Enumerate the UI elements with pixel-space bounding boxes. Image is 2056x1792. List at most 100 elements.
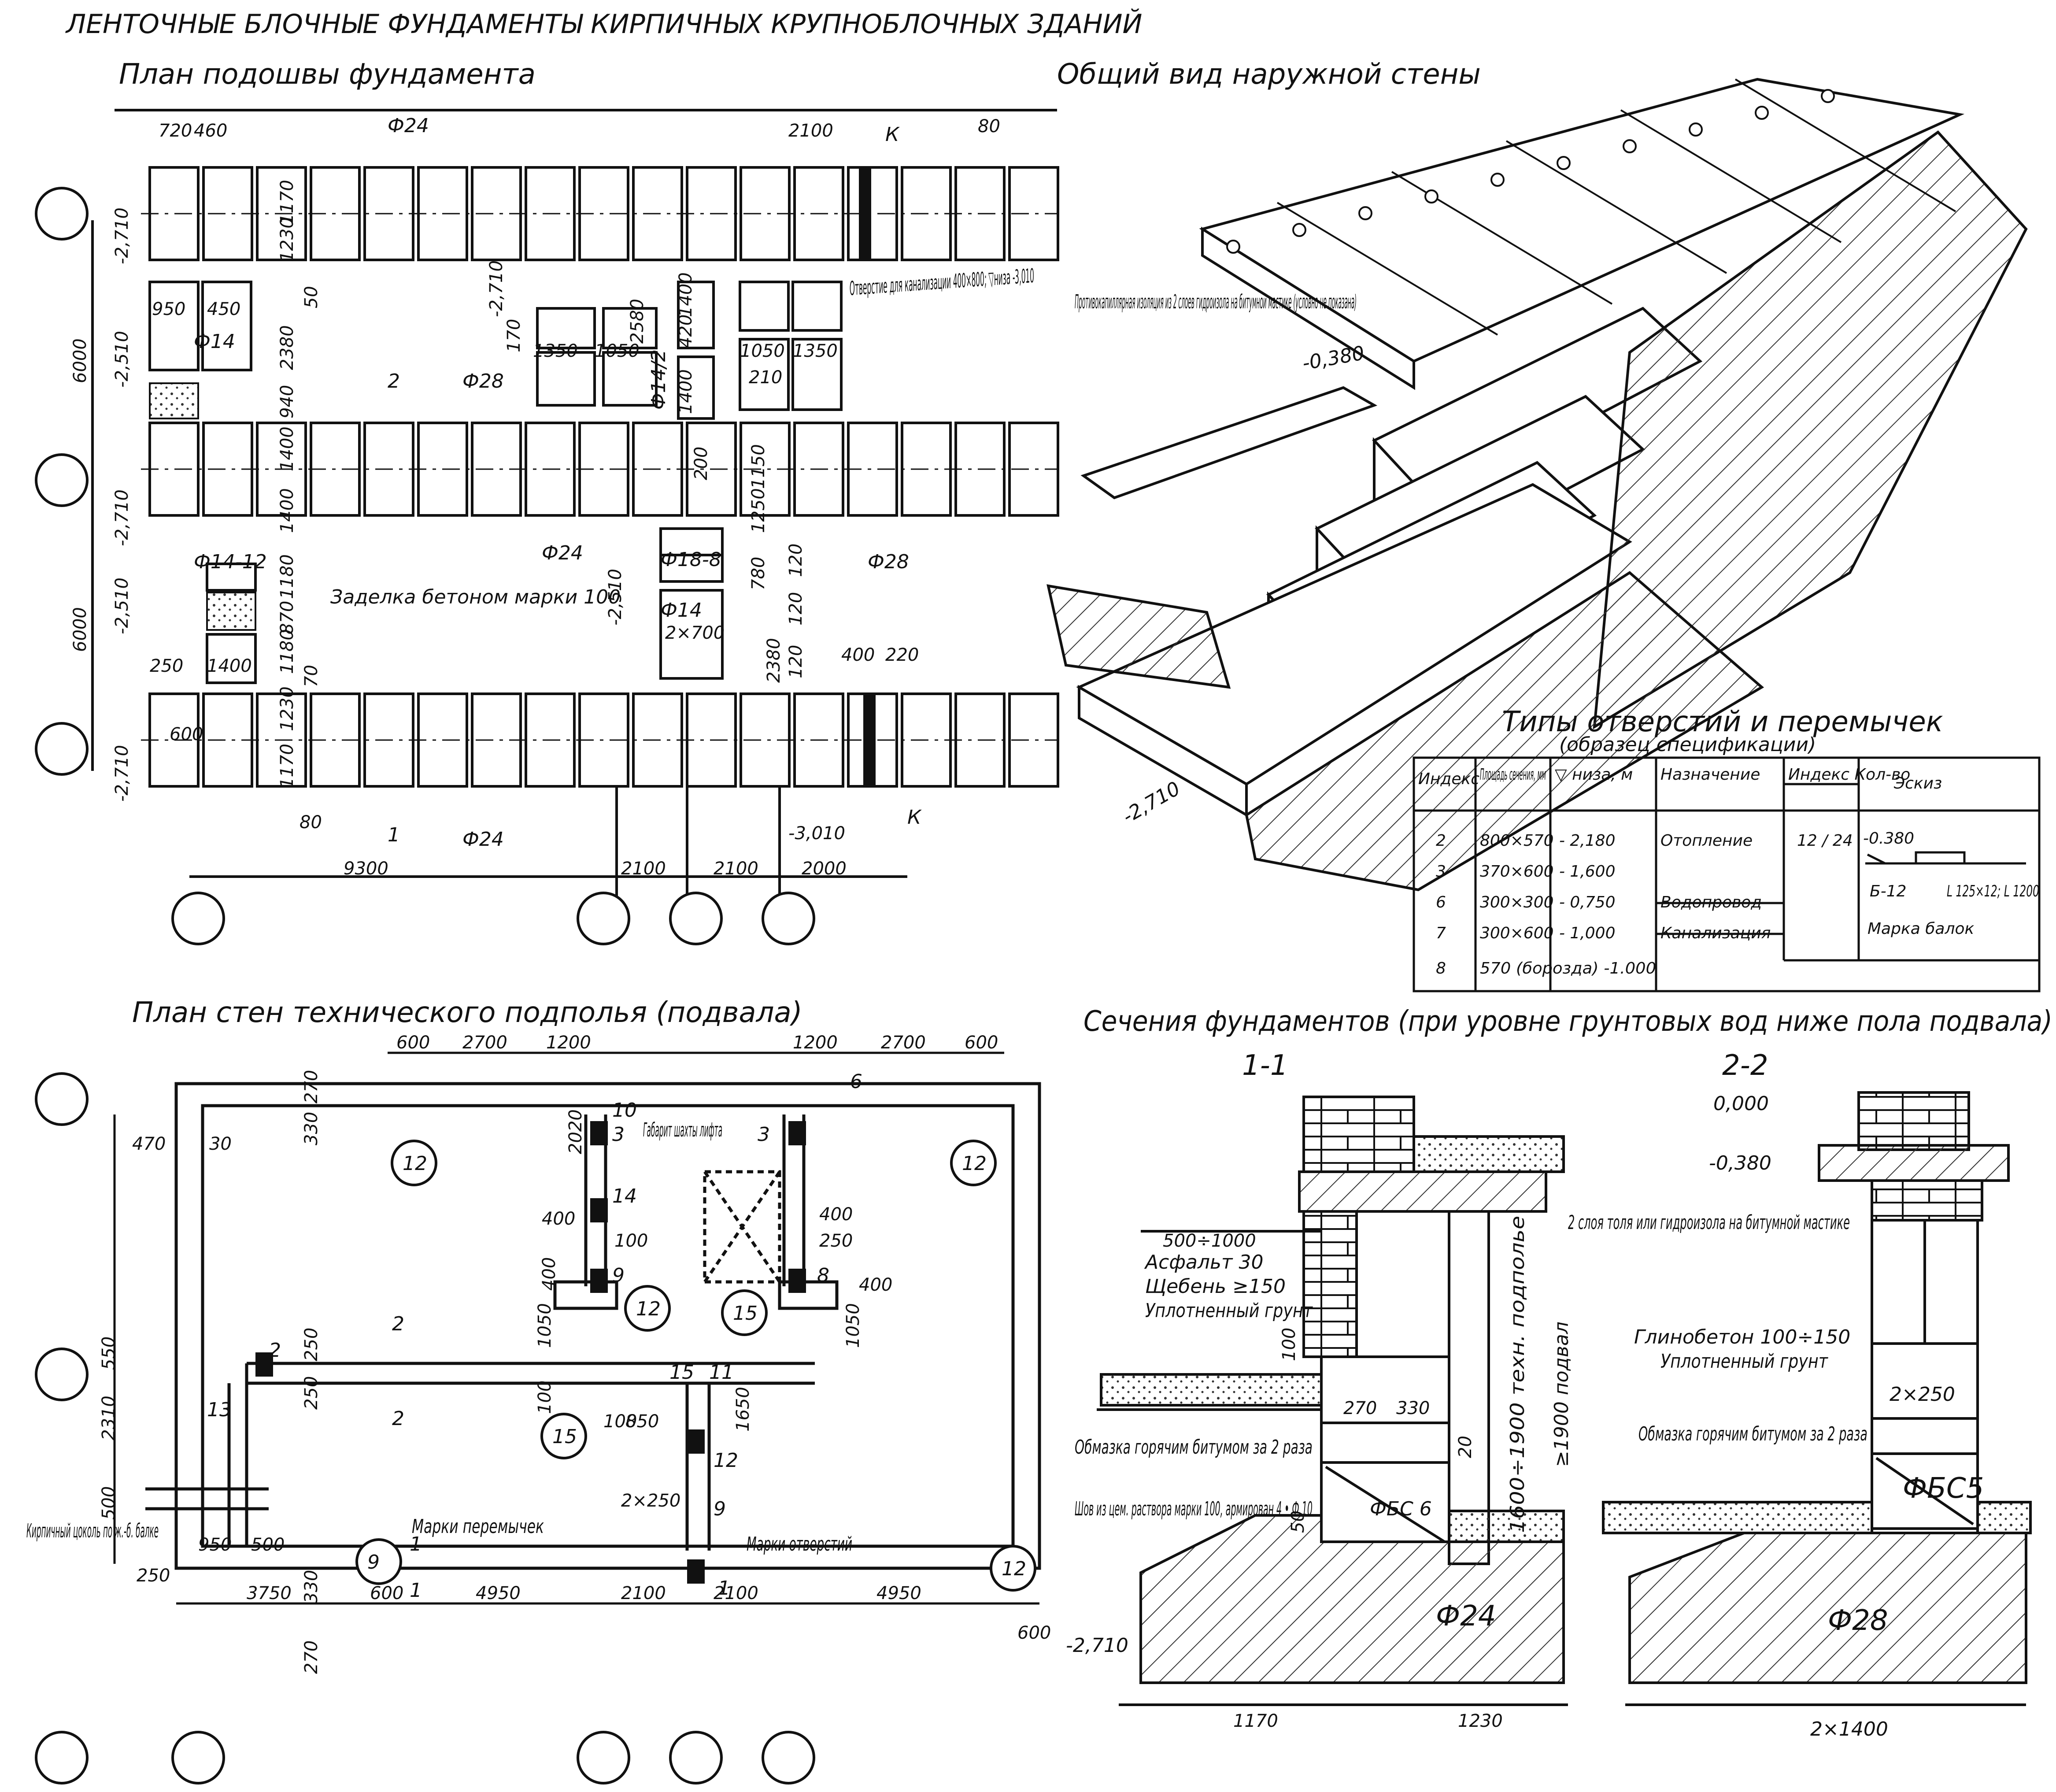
dim-label: 1350	[533, 341, 578, 361]
dim-label: 1230	[277, 217, 297, 262]
block-mark: Ф24	[542, 542, 583, 564]
table-cell: 300×300	[1480, 893, 1554, 911]
clay-note: Глинобетон 100÷150	[1634, 1326, 1850, 1348]
footing-block	[206, 563, 257, 592]
opening-fill	[590, 1269, 608, 1293]
height-note-2: ≥1900 подвал	[1550, 1322, 1573, 1467]
table-cell: - 0,750	[1559, 893, 1616, 911]
s2-wall-dim: 2×250	[1890, 1383, 1955, 1406]
slab-core-hole	[1755, 106, 1769, 120]
dim-label: 1170	[1233, 1711, 1278, 1731]
dim-label: 1400	[207, 656, 252, 676]
sections: Сечения фундаментов (при уровне грунтовы…	[1066, 1005, 2052, 1740]
s2-level-top: 0,000	[1713, 1092, 1769, 1115]
slab-core-hole	[1821, 89, 1835, 103]
dim-label: 500	[99, 1486, 119, 1520]
sketch-caption: Марка балок	[1867, 920, 1975, 938]
dim-label: 450	[207, 299, 240, 319]
dim-label: 270	[301, 1070, 322, 1103]
dim-label: 2100	[621, 859, 666, 879]
sketch-level: -0.380	[1863, 829, 1914, 848]
section-mark: 1	[410, 1533, 422, 1555]
basement-plan-title: План стен технического подполья (подвала…	[132, 996, 802, 1029]
dim-label: 100	[603, 1411, 637, 1432]
basement-dimension-lines	[113, 1052, 1039, 1605]
dim-label: 500÷1000	[1163, 1231, 1256, 1251]
footing-block	[739, 281, 790, 332]
opening-fill	[863, 694, 876, 786]
section-mark: К	[885, 123, 900, 146]
footing-block	[536, 351, 596, 407]
lintel-mark-circle	[721, 1289, 768, 1336]
axis-bubble	[35, 1072, 89, 1126]
roofing-note: 2 слоя толя или гидроизола на битумной м…	[1568, 1211, 1850, 1234]
slab-core-hole	[1490, 173, 1505, 187]
dim-label: 2100	[621, 1583, 666, 1603]
table-cell: 12 / 24	[1797, 832, 1853, 850]
dim-label: 550	[99, 1337, 119, 1370]
footing-block	[201, 281, 252, 371]
dim-label: 2380	[764, 638, 784, 683]
dim-label: 870	[277, 601, 297, 634]
dim-label: 1400	[277, 426, 297, 471]
sketch-angle: L 125×12; L 1200	[1947, 882, 2039, 900]
height-note-1: 1600÷1900 техн. подполье	[1506, 1216, 1529, 1533]
table-cell: Канализация	[1660, 924, 1771, 942]
slab-joint-line	[1620, 109, 1842, 243]
block-mark: Ф14	[194, 330, 235, 353]
opening-number: 15	[669, 1361, 694, 1384]
dim-label: 780	[748, 557, 769, 590]
table-header: Назначение	[1660, 766, 1760, 784]
opening-number: 8	[817, 1264, 829, 1287]
dim-label: 600	[396, 1033, 430, 1053]
dim-label: 1050	[595, 341, 640, 361]
table-cell: 370×600	[1480, 863, 1554, 881]
lintel-mark: 12	[962, 1152, 987, 1175]
lintel-mark: 15	[733, 1302, 758, 1325]
dim-label: 250	[137, 1566, 170, 1586]
axis-bubble	[669, 1731, 723, 1785]
level-mark: -3,010	[788, 823, 845, 844]
dim-label: 1400	[676, 369, 696, 414]
dim-label: 220	[885, 645, 919, 665]
axis-bubble	[762, 892, 815, 945]
slab-joint-line	[1734, 78, 1956, 212]
dim-label: 4950	[876, 1583, 921, 1603]
dim-label: 1400	[676, 272, 696, 317]
slab-core-hole	[1557, 156, 1571, 170]
sanitation-note-text: Отверстие для канализации 400×800; ▽низа…	[849, 265, 1035, 300]
dim-label: 120	[786, 645, 806, 678]
table-cell: 300×600	[1480, 924, 1554, 942]
dim-label: 120	[786, 544, 806, 577]
footing-block	[602, 351, 658, 407]
s2-soil-note: Уплотненный грунт	[1660, 1350, 1828, 1373]
dim-label: 420	[676, 315, 696, 348]
dim-label: 1170	[277, 744, 297, 789]
dim-label: 2310	[99, 1396, 119, 1440]
footing-block	[206, 633, 257, 684]
dim-label: 600	[370, 1583, 403, 1603]
dim-label: 2700	[881, 1033, 926, 1053]
dim-label: 270	[301, 1640, 322, 1674]
axis-bubble	[762, 1731, 815, 1785]
dim-label: 50	[1288, 1511, 1308, 1533]
lintel-mark: 9	[367, 1551, 380, 1574]
dim-label: 600	[1017, 1623, 1051, 1643]
axis-bubble	[577, 1731, 630, 1785]
openings-table: Типы отверстий и перемычек (образец спец…	[1413, 706, 2041, 992]
dim-label: 1200	[546, 1033, 591, 1053]
joint-note: Шов из цем. раствора марки 100, армирова…	[1075, 1498, 1313, 1520]
s1-bitumen-note: Обмазка горячим битумом за 2 раза	[1075, 1436, 1313, 1459]
dim-label: 6000	[70, 338, 90, 383]
section-mark: 2	[392, 1407, 404, 1430]
opening-number: 1	[718, 1577, 730, 1599]
dim-label: 1230	[277, 686, 297, 731]
footing-block	[602, 307, 658, 349]
opening-number: 3	[758, 1123, 770, 1146]
axis-bubble	[35, 187, 89, 241]
table-header: ▽ низа, м	[1555, 766, 1633, 784]
footing-block	[739, 338, 790, 411]
table-cell: 570 (борозда) -1.000	[1480, 959, 1656, 977]
s1-level: -2,710	[1066, 1634, 1128, 1657]
